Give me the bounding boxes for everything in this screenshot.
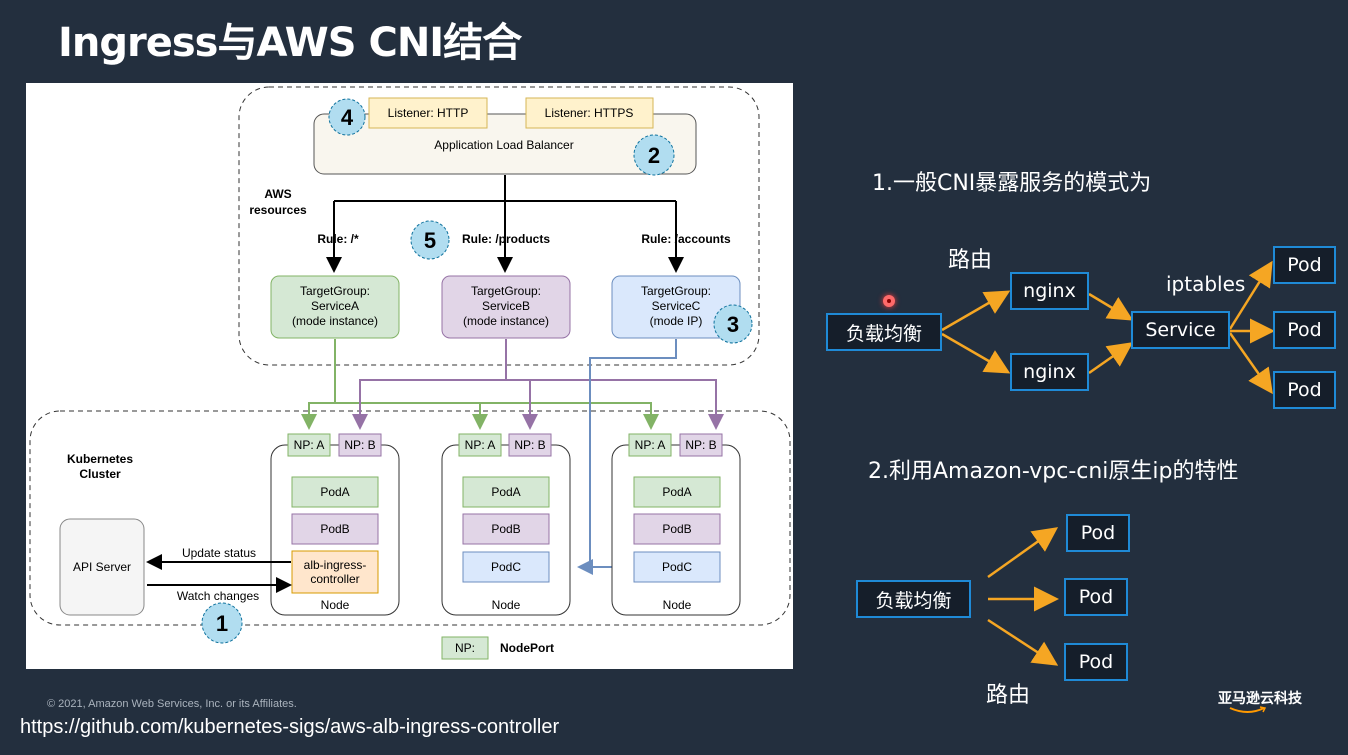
node2-np-b: NP: B xyxy=(514,438,545,452)
lb-box-1: 负载均衡 xyxy=(826,313,942,351)
badge-4: 4 xyxy=(328,98,366,136)
nginx-box-2: nginx xyxy=(1010,353,1089,391)
tg-a-line1: TargetGroup: xyxy=(300,284,370,298)
aws-resources-label-2: resources xyxy=(249,203,307,217)
pod-box-3: Pod xyxy=(1273,371,1336,409)
node1-podb: PodB xyxy=(320,522,349,536)
rule-root-label: Rule: /* xyxy=(317,232,359,246)
legend-np-swatch xyxy=(441,636,489,660)
badge-1: 1 xyxy=(201,602,243,644)
badge-2-text: 2 xyxy=(648,143,660,168)
tg-c-line1: TargetGroup: xyxy=(641,284,711,298)
node3-np-b: NP: B xyxy=(685,438,716,452)
listener-http xyxy=(368,97,488,129)
watch-changes-label: Watch changes xyxy=(177,589,259,603)
heading-1: 1.一般CNI暴露服务的模式为 xyxy=(872,171,1152,196)
brand-logo: 亚马逊云科技 xyxy=(1218,691,1302,707)
lb-box-2: 负载均衡 xyxy=(856,580,971,618)
k8s-label-2: Cluster xyxy=(79,467,121,481)
api-server-label: API Server xyxy=(73,560,131,574)
tg-a-line3: (mode instance) xyxy=(292,314,378,328)
node-3: NP: A NP: B PodA PodB PodC Node xyxy=(611,433,741,616)
pod-box-5: Pod xyxy=(1064,578,1128,616)
node1-controller-2: controller xyxy=(310,572,359,586)
pod-box-2: Pod xyxy=(1273,311,1336,349)
copyright: © 2021, Amazon Web Services, Inc. or its… xyxy=(47,698,297,710)
pod-box-4: Pod xyxy=(1066,514,1130,552)
kubernetes-cluster-region xyxy=(29,410,791,626)
service-box: Service xyxy=(1131,311,1230,349)
aws-resources-label: AWS xyxy=(264,187,291,201)
update-status-label: Update status xyxy=(182,546,256,560)
node3-podb: PodB xyxy=(662,522,691,536)
node2-podc: PodC xyxy=(491,560,521,574)
node3-np-a: NP: A xyxy=(635,438,666,452)
source-url[interactable]: https://github.com/kubernetes-sigs/aws-a… xyxy=(20,716,560,738)
k8s-label-1: Kubernetes xyxy=(67,452,133,466)
node-1: NP: A NP: B PodA PodB alb-ingress- contr… xyxy=(270,433,400,616)
node1-label: Node xyxy=(321,598,350,612)
rule-products-label: Rule: /products xyxy=(462,232,550,246)
alb-label: Application Load Balancer xyxy=(434,138,573,152)
tg-b-line1: TargetGroup: xyxy=(471,284,541,298)
nginx-box-1: nginx xyxy=(1010,272,1089,310)
listener-https xyxy=(525,97,654,129)
badge-2: 2 xyxy=(633,134,675,176)
legend-np: NP: xyxy=(455,641,475,655)
tg-a-line2: ServiceA xyxy=(311,299,359,313)
api-server-box xyxy=(59,518,145,616)
badge-3: 3 xyxy=(713,304,753,344)
listener-http-label: Listener: HTTP xyxy=(388,106,469,120)
node3-podc: PodC xyxy=(662,560,692,574)
pod-box-1: Pod xyxy=(1273,246,1336,284)
heading-2: 2.利用Amazon-vpc-cni原生ip的特性 xyxy=(868,459,1239,484)
node2-poda: PodA xyxy=(491,485,520,499)
badge-3-text: 3 xyxy=(727,312,739,337)
node1-np-b: NP: B xyxy=(344,438,375,452)
slide-title: Ingress与AWS CNI结合 xyxy=(58,20,522,66)
node3-poda: PodA xyxy=(662,485,691,499)
tg-c-line3: (mode IP) xyxy=(650,314,703,328)
architecture-diagram: AWS resources Application Load Balancer … xyxy=(26,83,793,669)
route-label-2: 路由 xyxy=(986,683,1031,708)
badge-1-text: 1 xyxy=(216,611,228,636)
tg-b-line2: ServiceB xyxy=(482,299,530,313)
tg-b-line3: (mode instance) xyxy=(463,314,549,328)
node3-label: Node xyxy=(663,598,692,612)
node-2: NP: A NP: B PodA PodB PodC Node xyxy=(441,433,571,616)
route-label: 路由 xyxy=(948,248,993,273)
targetgroup-b xyxy=(441,275,571,339)
node1-np-a: NP: A xyxy=(294,438,325,452)
node2-podb: PodB xyxy=(491,522,520,536)
alb-box xyxy=(313,113,697,175)
listener-https-label: Listener: HTTPS xyxy=(545,106,634,120)
diagram-svg: AWS resources Application Load Balancer … xyxy=(29,86,791,660)
legend-nodeport: NodePort xyxy=(500,641,554,655)
smile-icon xyxy=(1229,706,1267,713)
badge-5: 5 xyxy=(410,220,450,260)
node2-np-a: NP: A xyxy=(465,438,496,452)
tg-c-line2: ServiceC xyxy=(652,299,701,313)
aws-resources-region xyxy=(238,86,760,366)
node2-label: Node xyxy=(492,598,521,612)
iptables-label: iptables xyxy=(1166,272,1246,296)
pod-box-6: Pod xyxy=(1064,643,1128,681)
badge-5-text: 5 xyxy=(424,228,436,253)
targetgroup-a xyxy=(270,275,400,339)
pointer-cursor-icon xyxy=(883,295,895,307)
rule-accounts-label: Rule: /accounts xyxy=(641,232,731,246)
node1-controller-1: alb-ingress- xyxy=(304,558,367,572)
badge-4-text: 4 xyxy=(341,105,354,130)
node1-poda: PodA xyxy=(320,485,349,499)
